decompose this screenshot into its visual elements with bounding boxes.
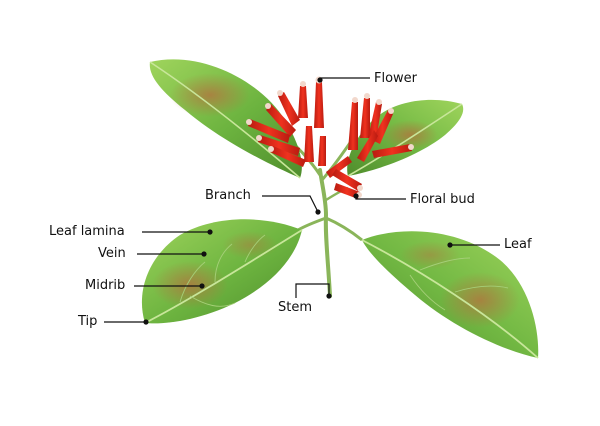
label-floral-bud: Floral bud: [410, 192, 475, 207]
flower: [248, 119, 290, 143]
flower: [334, 183, 360, 199]
leaf-lower-left: [141, 219, 303, 324]
leaf-upper-left: [149, 59, 302, 179]
flower: [318, 136, 326, 166]
pointer-lines: [104, 77, 500, 325]
branch-left-lower: [297, 216, 327, 232]
flower: [372, 144, 412, 158]
stem-group: [288, 138, 363, 298]
flower: [314, 82, 324, 128]
leaf-lower-right: [361, 231, 539, 359]
label-tip: Tip: [78, 314, 98, 329]
pointer-floral-bud: [355, 196, 406, 200]
pointer-flower: [319, 77, 370, 80]
label-leaf: Leaf: [504, 237, 532, 252]
pointer-branch: [262, 195, 319, 213]
flower: [270, 146, 306, 167]
flower: [332, 169, 362, 191]
label-leaf-lamina: Leaf lamina: [49, 224, 125, 239]
flower: [357, 130, 378, 162]
main-stem: [318, 168, 332, 298]
flower: [360, 98, 370, 138]
flower-cluster: [246, 76, 414, 199]
branch-right-lower: [325, 216, 363, 242]
flower: [266, 104, 296, 137]
label-flower: Flower: [374, 71, 418, 86]
label-vein: Vein: [98, 246, 126, 261]
flower: [278, 92, 300, 126]
flower: [258, 135, 300, 156]
label-stem: Stem: [278, 300, 313, 315]
pointer-stem: [295, 283, 330, 298]
label-branch: Branch: [205, 188, 251, 203]
flower: [368, 102, 382, 140]
flower: [348, 102, 358, 150]
flower: [304, 126, 314, 162]
flower: [298, 86, 308, 118]
flower: [326, 156, 352, 178]
label-midrib: Midrib: [85, 278, 126, 293]
